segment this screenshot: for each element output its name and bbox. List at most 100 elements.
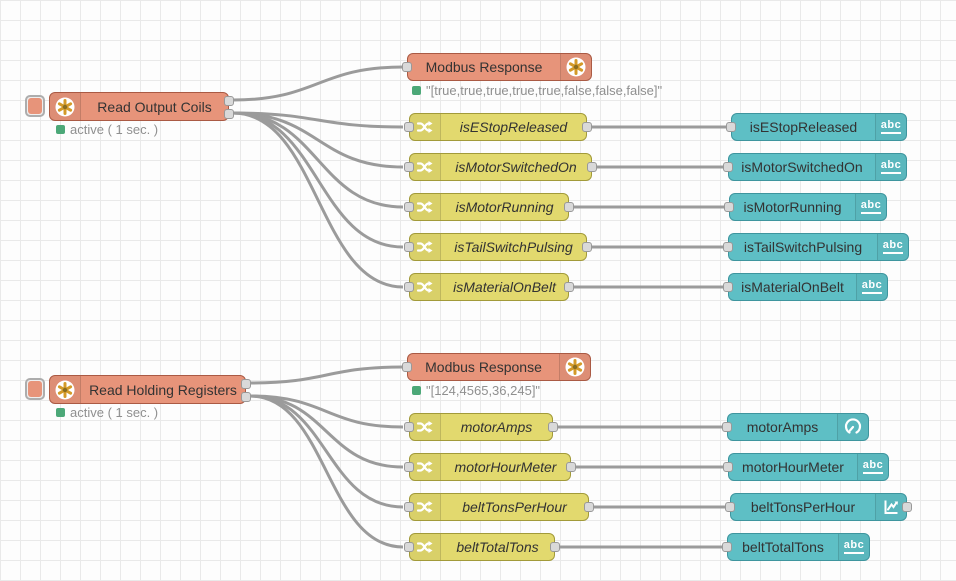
wire[interactable] bbox=[232, 111, 404, 209]
modbus-trigger-button[interactable] bbox=[25, 95, 45, 117]
node-label: beltTotalTons bbox=[742, 539, 824, 555]
output-port[interactable] bbox=[587, 162, 597, 172]
node-status: active ( 1 sec. ) bbox=[56, 405, 158, 420]
wire[interactable] bbox=[249, 394, 404, 509]
output-port[interactable] bbox=[584, 502, 594, 512]
node-switch-motorHourMeter[interactable]: motorHourMeter bbox=[404, 453, 576, 481]
node-ui-text-motorHourMeter[interactable]: motorHourMeter abc bbox=[723, 453, 889, 481]
status-dot-icon bbox=[412, 386, 421, 395]
input-port[interactable] bbox=[402, 62, 412, 72]
input-port[interactable] bbox=[722, 542, 732, 552]
input-port[interactable] bbox=[404, 542, 414, 552]
node-switch-isTailSwitchPulsing[interactable]: isTailSwitchPulsing bbox=[404, 233, 592, 261]
wire[interactable] bbox=[249, 394, 404, 469]
switch-icon bbox=[410, 114, 441, 140]
input-port[interactable] bbox=[402, 362, 412, 372]
output-port[interactable] bbox=[902, 502, 912, 512]
node-ui-text-isMotorSwitchedOn[interactable]: isMotorSwitchedOn abc bbox=[723, 153, 907, 181]
modbus-trigger-button-fill bbox=[28, 98, 42, 114]
input-port[interactable] bbox=[723, 462, 733, 472]
node-ui-text-beltTotalTons[interactable]: beltTotalTons abc bbox=[722, 533, 870, 561]
node-read-holding-registers[interactable]: Read Holding Registers bbox=[49, 375, 251, 404]
node-ui-text-isTailSwitchPulsing[interactable]: isTailSwitchPulsing abc bbox=[723, 233, 909, 261]
switch-icon bbox=[410, 534, 441, 560]
node-switch-beltTotalTons[interactable]: beltTotalTons bbox=[404, 533, 560, 561]
node-label: isMotorSwitchedOn bbox=[741, 159, 863, 175]
output-port[interactable] bbox=[548, 422, 558, 432]
node-ui-text-isMotorRunning[interactable]: isMotorRunning abc bbox=[724, 193, 887, 221]
input-port[interactable] bbox=[725, 502, 735, 512]
input-port[interactable] bbox=[723, 162, 733, 172]
output-port[interactable] bbox=[564, 282, 574, 292]
node-label: beltTotalTons bbox=[456, 539, 539, 555]
input-port[interactable] bbox=[404, 502, 414, 512]
input-port[interactable] bbox=[404, 282, 414, 292]
modbus-trigger-button-fill bbox=[28, 381, 42, 397]
input-port[interactable] bbox=[404, 422, 414, 432]
input-port[interactable] bbox=[723, 242, 733, 252]
input-port[interactable] bbox=[723, 282, 733, 292]
output-port-2[interactable] bbox=[241, 392, 251, 402]
wire[interactable] bbox=[232, 111, 404, 249]
node-switch-beltTonsPerHour[interactable]: beltTonsPerHour bbox=[404, 493, 594, 521]
node-modbus-response-1[interactable]: Modbus Response bbox=[402, 53, 592, 81]
output-port[interactable] bbox=[582, 242, 592, 252]
node-status: "[true,true,true,true,true,false,false,f… bbox=[412, 83, 662, 98]
input-port[interactable] bbox=[404, 162, 414, 172]
node-label: Read Holding Registers bbox=[89, 381, 237, 398]
input-port[interactable] bbox=[724, 202, 734, 212]
node-switch-motorAmps[interactable]: motorAmps bbox=[404, 413, 558, 441]
output-port[interactable] bbox=[566, 462, 576, 472]
node-ui-gauge-motorAmps[interactable]: motorAmps bbox=[722, 413, 869, 441]
node-status: "[124,4565,36,245]" bbox=[412, 383, 540, 398]
node-ui-chart-beltTonsPerHour[interactable]: beltTonsPerHour bbox=[725, 493, 912, 521]
input-port[interactable] bbox=[404, 242, 414, 252]
node-switch-isMotorRunning[interactable]: isMotorRunning bbox=[404, 193, 574, 221]
abc-icon: abc bbox=[855, 194, 886, 220]
output-port[interactable] bbox=[582, 122, 592, 132]
gauge-icon bbox=[837, 414, 868, 440]
node-switch-isMaterialOnBelt[interactable]: isMaterialOnBelt bbox=[404, 273, 574, 301]
abc-icon: abc bbox=[856, 274, 887, 300]
status-text: "[124,4565,36,245]" bbox=[426, 383, 541, 398]
abc-icon: abc bbox=[838, 534, 869, 560]
input-port[interactable] bbox=[404, 202, 414, 212]
node-label: isMaterialOnBelt bbox=[453, 279, 556, 295]
node-switch-isMotorSwitchedOn[interactable]: isMotorSwitchedOn bbox=[404, 153, 597, 181]
input-port[interactable] bbox=[722, 422, 732, 432]
wire[interactable] bbox=[232, 65, 404, 102]
node-label: Modbus Response bbox=[425, 359, 542, 375]
node-read-output-coils[interactable]: Read Output Coils bbox=[49, 92, 234, 121]
node-ui-text-isMaterialOnBelt[interactable]: isMaterialOnBelt abc bbox=[723, 273, 888, 301]
input-port[interactable] bbox=[404, 462, 414, 472]
node-label: Read Output Coils bbox=[97, 98, 212, 115]
wire[interactable] bbox=[249, 394, 404, 549]
node-label: beltTonsPerHour bbox=[462, 499, 567, 515]
node-ui-text-isEStopReleased[interactable]: isEStopReleased abc bbox=[726, 113, 907, 141]
status-text: active ( 1 sec. ) bbox=[70, 122, 159, 137]
node-modbus-response-2[interactable]: Modbus Response bbox=[402, 353, 591, 381]
output-port-1[interactable] bbox=[241, 379, 251, 389]
wire[interactable] bbox=[232, 111, 404, 169]
wire[interactable] bbox=[232, 111, 404, 129]
wire[interactable] bbox=[249, 365, 404, 385]
output-port[interactable] bbox=[550, 542, 560, 552]
node-label: beltTonsPerHour bbox=[750, 499, 856, 515]
switch-icon bbox=[410, 154, 441, 180]
node-label: isTailSwitchPulsing bbox=[743, 239, 863, 255]
modbus-icon bbox=[50, 376, 81, 403]
input-port[interactable] bbox=[404, 122, 414, 132]
node-label: isMotorRunning bbox=[743, 199, 842, 215]
input-port[interactable] bbox=[726, 122, 736, 132]
status-dot-icon bbox=[56, 125, 65, 134]
wire[interactable] bbox=[232, 111, 404, 289]
status-dot-icon bbox=[56, 408, 65, 417]
output-port-1[interactable] bbox=[224, 96, 234, 106]
modbus-trigger-button[interactable] bbox=[25, 378, 45, 400]
output-port-2[interactable] bbox=[224, 109, 234, 119]
chart-icon bbox=[875, 494, 906, 520]
output-port[interactable] bbox=[564, 202, 574, 212]
node-switch-isEStopReleased[interactable]: isEStopReleased bbox=[404, 113, 592, 141]
node-label: isTailSwitchPulsing bbox=[454, 239, 573, 255]
